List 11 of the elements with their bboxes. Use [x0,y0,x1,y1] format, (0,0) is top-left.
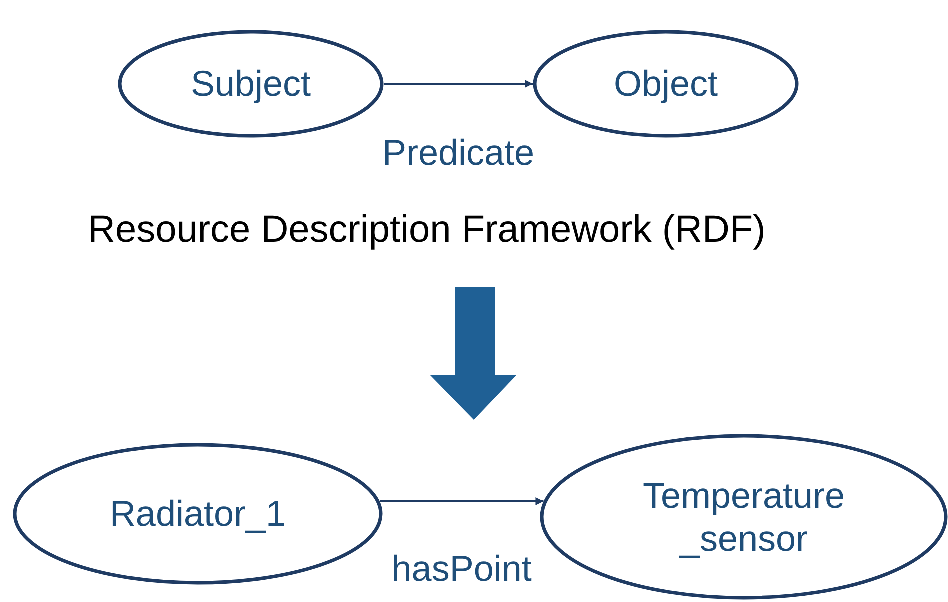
node-label: Subject [190,62,312,106]
ellipse-node [13,443,383,585]
ellipse-node [540,434,948,600]
ellipse-node [118,30,384,138]
node-label: Object [612,62,720,106]
heading-text: Resource Description Framework (RDF) [88,209,766,252]
arrow [380,498,544,506]
ellipse-node [533,30,799,138]
node-label: Radiator_1 [108,492,288,536]
node-label: Temperature _sensor [642,474,846,560]
arrow [384,80,533,88]
